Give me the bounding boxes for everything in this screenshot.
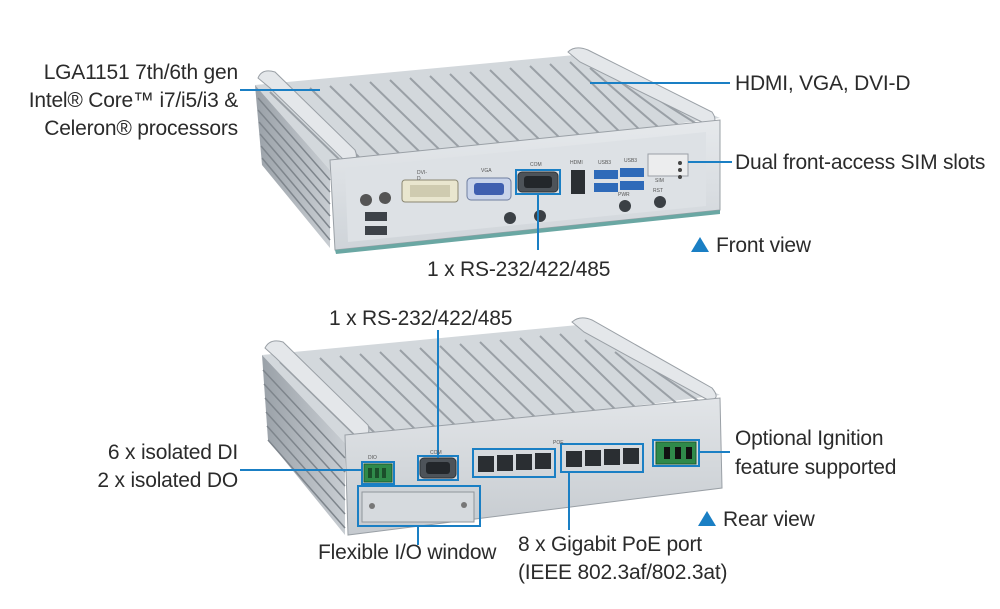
front-view-triangle-icon	[691, 237, 709, 252]
processor-callout-line1: LGA1151 7th/6th gen	[43, 61, 239, 84]
rear-panel	[344, 397, 723, 536]
sim-slots-callout: Dual front-access SIM slots	[735, 151, 986, 174]
rear-serial-callout: 1 x RS-232/422/485	[329, 307, 513, 330]
dvi-port-label: DVI-D	[417, 170, 427, 182]
dio-callout-line1: 6 x isolated DI	[107, 441, 238, 464]
poe-port-label: POE	[553, 440, 564, 446]
rear-view-triangle-icon	[698, 511, 716, 526]
callout-lines	[240, 82, 732, 545]
front-panel	[329, 119, 721, 254]
front-serial-callout: 1 x RS-232/422/485	[427, 258, 611, 281]
rear-side-fins	[262, 355, 346, 535]
usb3-port-label-a: USB3	[598, 160, 612, 166]
rear-view-label: Rear view	[723, 508, 815, 531]
ignition-callout-line1: Optional Ignition	[735, 427, 884, 450]
pwr-button-label: PWR	[618, 192, 630, 198]
front-view-label: Front view	[716, 234, 811, 257]
poe-callout-line1: 8 x Gigabit PoE port	[518, 533, 702, 556]
front-side-fins	[255, 85, 331, 248]
poe-callout-line2: (IEEE 802.3af/802.3at)	[518, 561, 728, 584]
sim-port-label: SIM	[655, 178, 664, 184]
rear-com-port-label: COM	[430, 450, 442, 456]
dio-callout-line2: 2 x isolated DO	[97, 469, 238, 492]
io-window-callout: Flexible I/O window	[318, 541, 497, 564]
rst-button-label: RST	[653, 188, 663, 194]
ignition-callout-line2: feature supported	[735, 456, 897, 479]
dio-port-label: DIO	[368, 455, 377, 461]
processor-callout-line3: Celeron® processors	[44, 117, 238, 140]
vga-port-label: VGA	[481, 168, 492, 174]
hdmi-port-label: HDMI	[570, 160, 583, 166]
com-port-label: COM	[530, 162, 542, 168]
usb3-port-label-b: USB3	[624, 158, 638, 164]
processor-callout-line2: Intel® Core™ i7/i5/i3 &	[28, 89, 238, 112]
display-ports-callout: HDMI, VGA, DVI-D	[735, 72, 911, 95]
rear-heatsink	[262, 317, 720, 443]
